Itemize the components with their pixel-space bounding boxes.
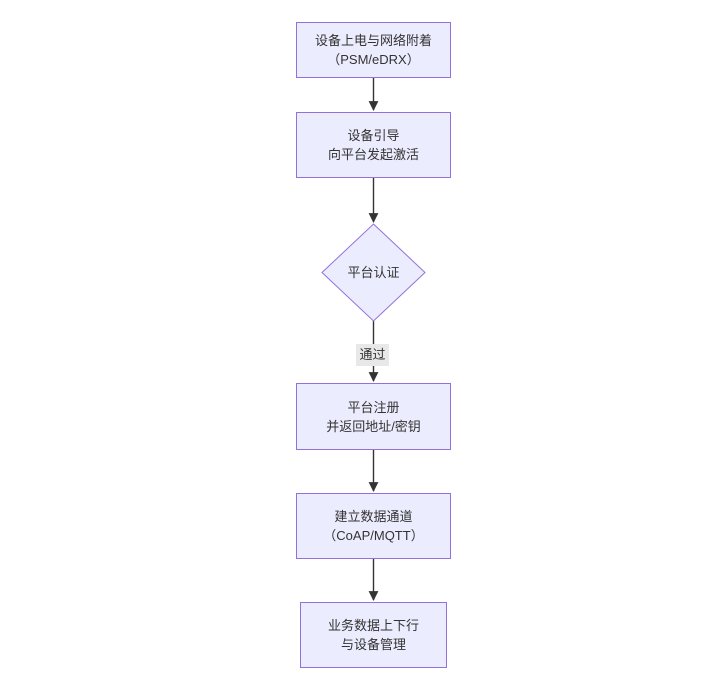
node-text-line: 与设备管理 [340, 637, 406, 652]
edge-label-text: 通过 [359, 347, 386, 362]
node-platform-register: 平台注册 并返回地址/密钥 [296, 383, 451, 450]
edge-label-pass: 通过 [356, 344, 389, 366]
node-text-line: 业务数据上下行 [327, 618, 419, 633]
node-business-ops: 业务数据上下行 与设备管理 [300, 602, 447, 668]
node-text-line: （PSM/eDRX） [327, 52, 420, 67]
decision-platform-auth: 平台认证 [322, 263, 425, 282]
node-power-attach: 设备上电与网络附着 （PSM/eDRX） [296, 22, 451, 78]
node-text-line: 向平台发起激活 [327, 147, 419, 162]
node-text-line: 设备上电与网络附着 [314, 33, 432, 48]
node-text-line: 并返回地址/密钥 [326, 418, 421, 434]
node-text-line: 平台认证 [347, 265, 400, 280]
node-bootstrap-activate: 设备引导 向平台发起激活 [296, 112, 451, 178]
node-text-line: （CoAP/MQTT） [323, 528, 424, 543]
node-text-line: 设备引导 [347, 128, 400, 143]
decision-diamond-shape [321, 223, 426, 322]
node-text-line: 建立数据通道 [334, 509, 413, 524]
node-data-channel: 建立数据通道 （CoAP/MQTT） [296, 493, 451, 559]
node-text-line: 平台注册 [347, 399, 400, 415]
